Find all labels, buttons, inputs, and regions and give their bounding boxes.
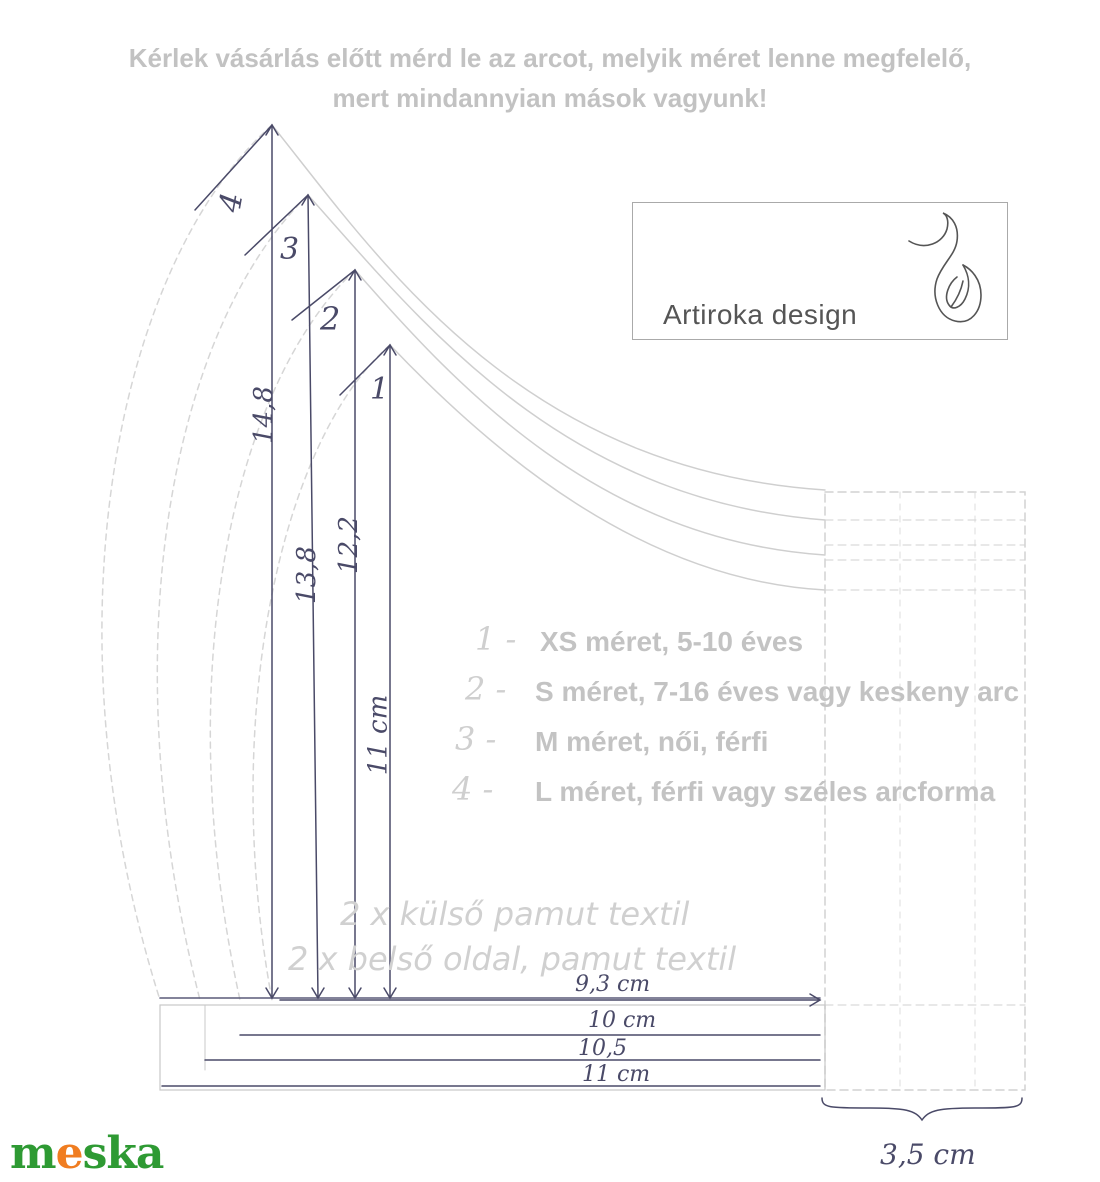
height-label-3: 13,8 xyxy=(291,546,322,604)
instruction-line-2: mert mindannyian mások vagyunk! xyxy=(332,83,768,113)
legend-num-4: 4 - xyxy=(452,770,494,808)
outline-size-3-left xyxy=(156,194,309,1001)
height-arrow-3 xyxy=(307,194,319,999)
legend-text-4: L méret, férfi vagy széles arcforma xyxy=(535,776,996,807)
meska-logo-m: m xyxy=(10,1128,57,1179)
legend-text-3: M méret, női, férfi xyxy=(535,726,769,757)
height-label-4: 14,8 xyxy=(248,386,279,444)
outline-size-2-top xyxy=(354,269,826,556)
strap-area xyxy=(824,491,1026,1091)
size-label-2: 2 xyxy=(320,300,341,338)
legend-text-1: XS méret, 5-10 éves xyxy=(540,626,804,657)
fox-tail-icon xyxy=(908,212,982,323)
meska-logo-e: e xyxy=(55,1128,84,1179)
instruction-header: Kérlek vásárlás előtt mérd le az arcot, … xyxy=(0,38,1100,118)
outline-size-1-top xyxy=(389,344,826,591)
width-label-3: 10,5 xyxy=(578,1036,627,1061)
legend-num-2: 2 - xyxy=(465,670,507,708)
size-3-marker xyxy=(244,194,309,256)
outline-size-2-left xyxy=(209,269,356,1001)
height-label-2: 12,2 xyxy=(333,516,364,574)
size-2-marker xyxy=(291,269,356,321)
outline-size-1-left xyxy=(252,344,391,1001)
width-label-1: 9,3 cm xyxy=(575,972,651,997)
meska-logo: meska xyxy=(10,1128,165,1179)
width-label-2: 10 cm xyxy=(588,1008,657,1033)
outline-size-3-top xyxy=(307,194,826,521)
size-label-1: 1 xyxy=(370,372,390,407)
strap-width-brace xyxy=(821,1097,1023,1122)
height-label-1: 11 cm xyxy=(363,694,394,776)
instruction-line-1: Kérlek vásárlás előtt mérd le az arcot, … xyxy=(128,43,972,73)
bottom-seam-box xyxy=(159,1004,826,1091)
size-1-marker xyxy=(339,344,391,396)
legend-num-3: 3 - xyxy=(455,720,497,758)
outline-size-4-top xyxy=(271,124,826,491)
legend-num-1: 1 - xyxy=(475,620,517,658)
brand-box: Artiroka design xyxy=(632,202,1008,340)
fabric-note-outer: 2 x külső pamut textil xyxy=(340,895,690,933)
size-label-3: 3 xyxy=(280,232,300,267)
outline-size-4-left xyxy=(101,124,273,1001)
strap-width-label: 3,5 cm xyxy=(880,1138,976,1171)
brand-name: Artiroka design xyxy=(663,299,858,330)
legend-text-2: S méret, 7-16 éves vagy keskeny arc xyxy=(535,676,1020,707)
fabric-note-inner: 2 x belső oldal, pamut textil xyxy=(288,940,737,978)
width-label-4: 11 cm xyxy=(582,1062,651,1087)
meska-logo-ska: ska xyxy=(82,1128,165,1179)
size-4-marker xyxy=(194,124,273,211)
